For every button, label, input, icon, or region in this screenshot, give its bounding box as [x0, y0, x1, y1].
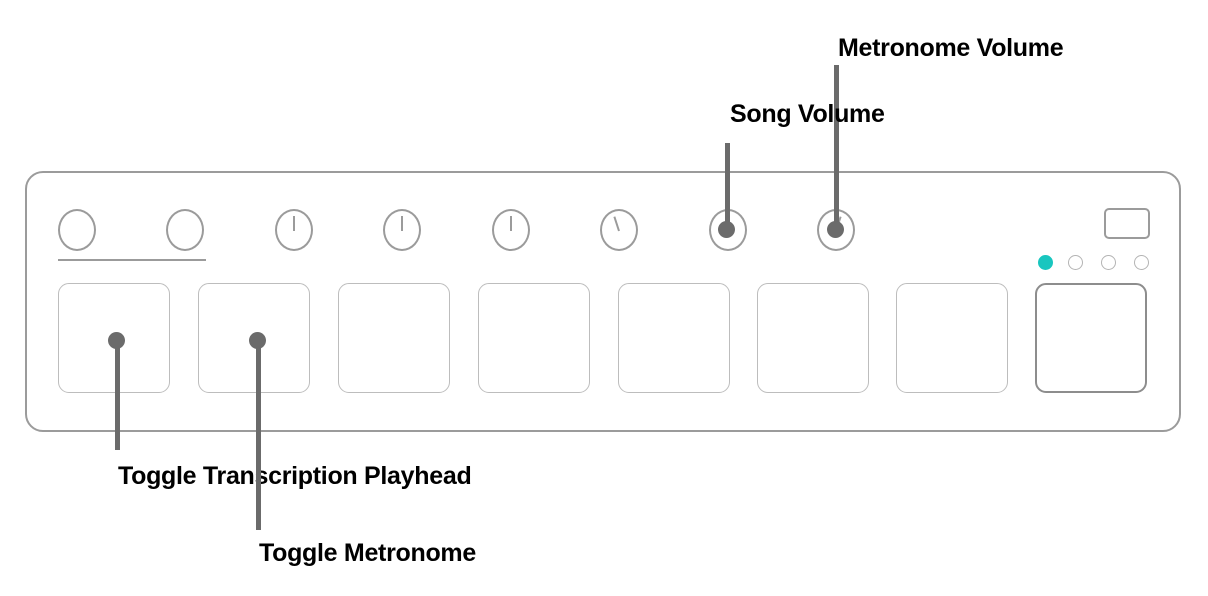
led-indicator-3[interactable] — [1101, 255, 1116, 270]
knob-indicator-icon — [401, 216, 403, 231]
knob-indicator-icon — [293, 216, 295, 231]
drum-pad-2[interactable] — [198, 283, 310, 393]
annotation-toggle-metronome-label: Toggle Metronome — [259, 539, 476, 567]
annotation-song-volume-label: Song Volume — [730, 100, 885, 128]
knob-indicator-icon — [727, 216, 729, 231]
drum-pad-7[interactable] — [896, 283, 1008, 393]
annotation-metronome-volume-label: Metronome Volume — [838, 34, 1064, 62]
led-indicator-1[interactable] — [1038, 255, 1053, 270]
led-indicator-4[interactable] — [1134, 255, 1149, 270]
knob-7[interactable] — [709, 209, 747, 251]
drum-pad-1[interactable] — [58, 283, 170, 393]
knob-4[interactable] — [383, 209, 421, 251]
mini-display-screen — [1104, 208, 1150, 239]
knob-3[interactable] — [275, 209, 313, 251]
annotation-toggle-transcription-playhead-label: Toggle Transcription Playhead — [118, 462, 472, 490]
knob-indicator-icon — [510, 216, 512, 231]
knob-indicator-icon — [835, 216, 842, 232]
drum-pad-6[interactable] — [757, 283, 869, 393]
drum-pad-5[interactable] — [618, 283, 730, 393]
knob-1[interactable] — [58, 209, 96, 251]
knob-2[interactable] — [166, 209, 204, 251]
knob-indicator-icon — [613, 216, 620, 232]
knob-8[interactable] — [817, 209, 855, 251]
knob-6[interactable] — [600, 209, 638, 251]
drum-pad-4[interactable] — [478, 283, 590, 393]
drum-pad-8[interactable] — [1035, 283, 1147, 393]
drum-pad-3[interactable] — [338, 283, 450, 393]
led-indicator-2[interactable] — [1068, 255, 1083, 270]
knob-5[interactable] — [492, 209, 530, 251]
